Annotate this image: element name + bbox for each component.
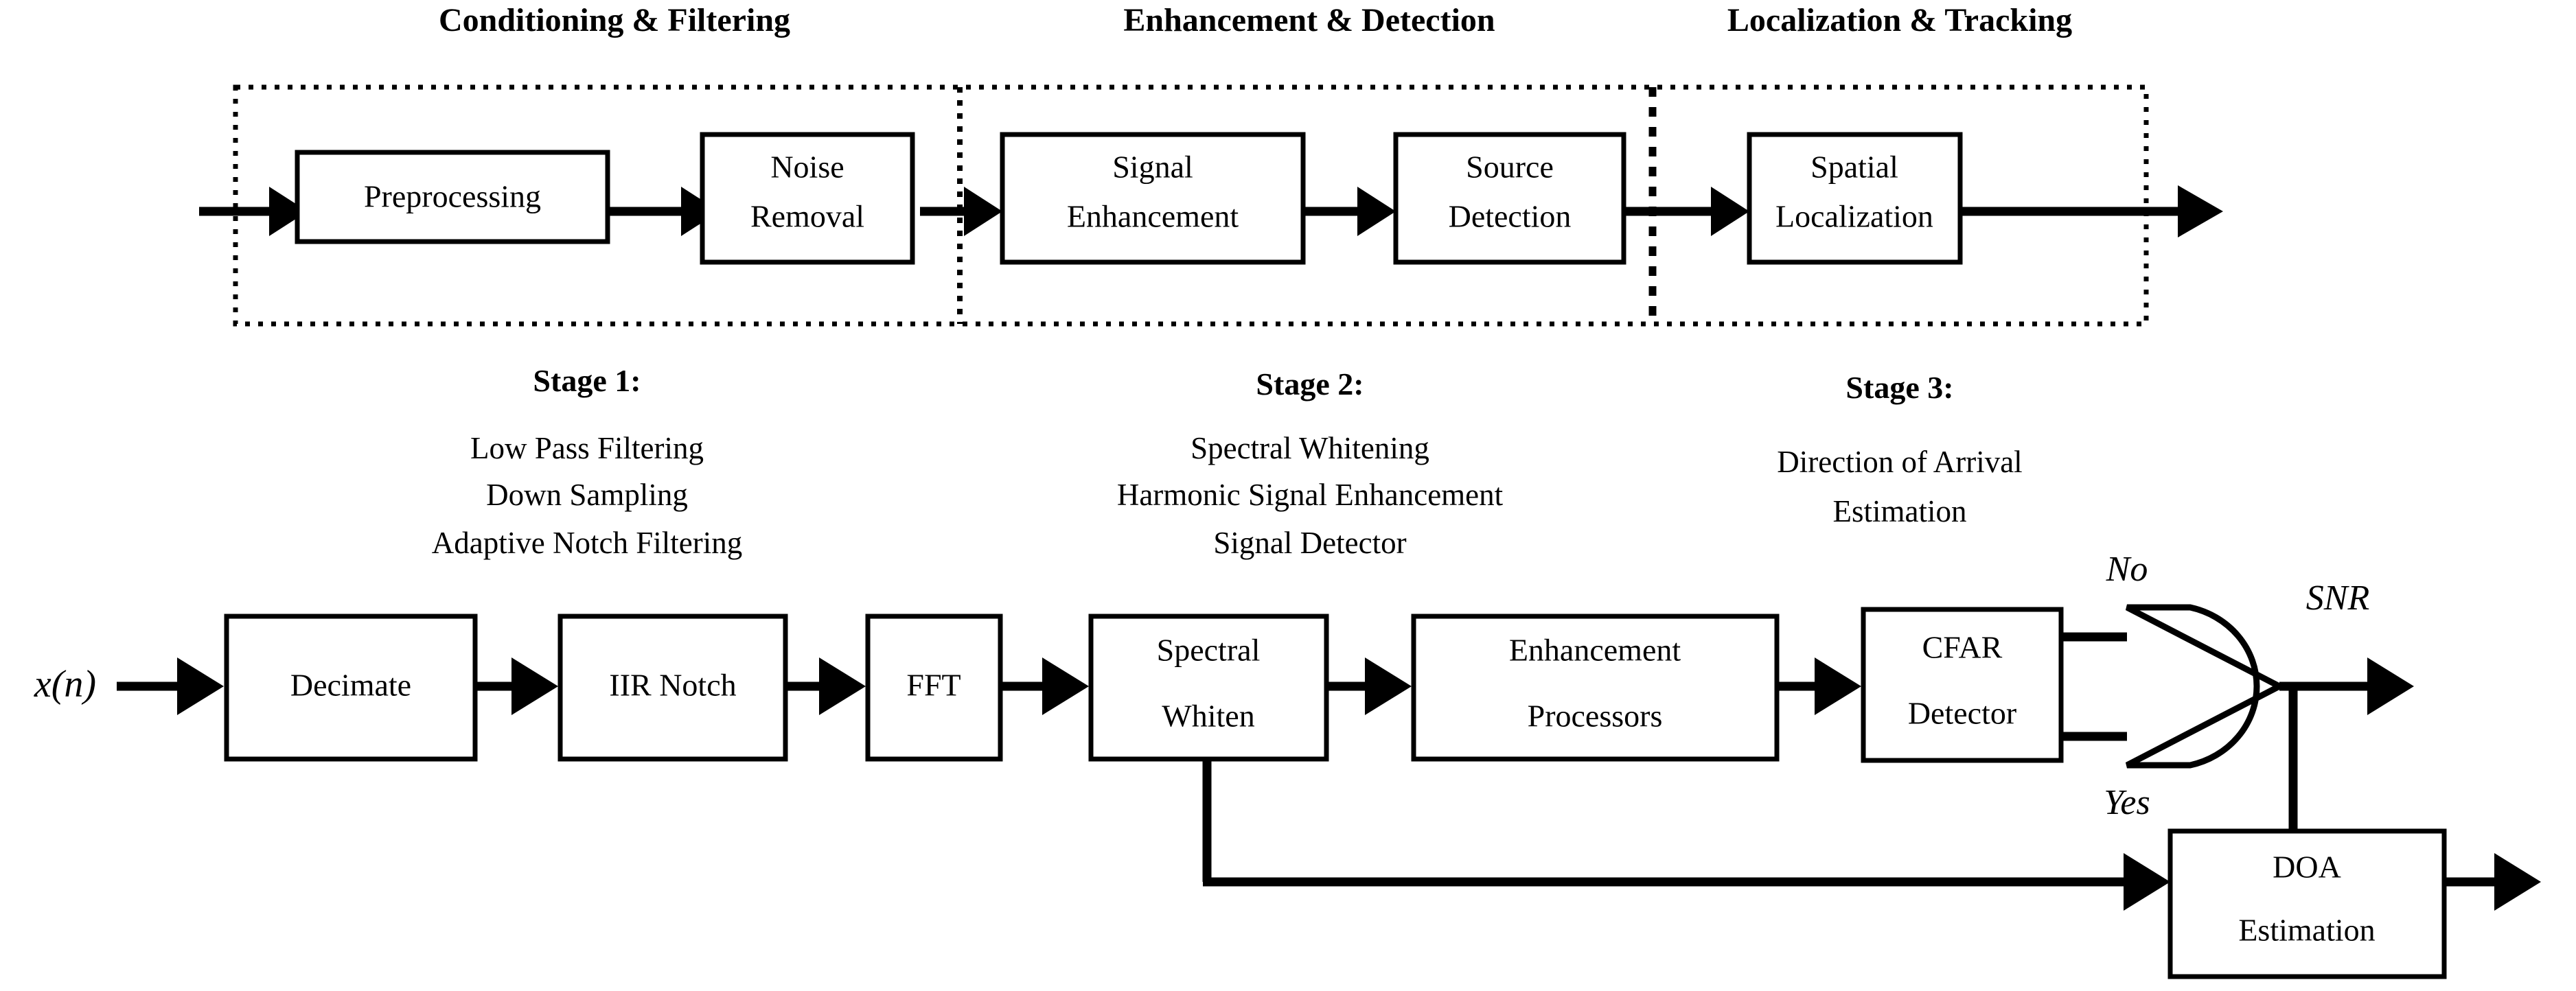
stage-2-item-2: Signal Detector — [1213, 526, 1406, 560]
bottom-block-enhancement-processors-label-line2: Processors — [1528, 699, 1663, 734]
input-signal-label: x(n) — [34, 663, 96, 706]
top-block-signal-enhancement-label-line2: Enhancement — [1067, 199, 1239, 234]
decision-gate-shape — [2125, 604, 2286, 769]
bottom-block-cfar-detector-label-line1: CFAR — [1922, 630, 2003, 665]
top-block-source-detection-label-line2: Detection — [1449, 199, 1572, 234]
top-arrow-head-4 — [1711, 187, 1749, 236]
bottom-block-decimate[interactable]: Decimate — [224, 614, 478, 762]
stage-3-item-0: Direction of Arrival — [1777, 445, 2022, 479]
branch-label-snr: SNR — [2306, 579, 2369, 618]
stage-1-title: Stage 1: — [533, 363, 641, 398]
stage-2-item-1: Harmonic Signal Enhancement — [1117, 478, 1504, 512]
top-arrow-head-output — [2178, 185, 2223, 237]
bottom-block-spectral-whiten-label-line2: Whiten — [1162, 699, 1254, 734]
bottom-block-doa-estimation[interactable]: DOA Estimation — [2167, 828, 2447, 979]
stage-3-description: Stage 3: Direction of Arrival Estimation — [1777, 370, 2022, 528]
stage-1-item-2: Adaptive Notch Filtering — [432, 526, 742, 560]
stage-3-title: Stage 3: — [1845, 370, 1953, 405]
bottom-block-iir-notch[interactable]: IIR Notch — [557, 614, 788, 762]
bottom-block-iir-notch-label: IIR Notch — [609, 668, 736, 703]
top-block-spatial-localization-label-line1: Spatial — [1810, 150, 1898, 185]
header-enhancement-detection: Enhancement & Detection — [1123, 2, 1495, 38]
top-block-noise-removal-label-line1: Noise — [770, 150, 844, 185]
bottom-arrow-head-5 — [1815, 657, 1861, 715]
top-block-signal-enhancement-label-line1: Signal — [1112, 150, 1193, 185]
bottom-block-fft[interactable]: FFT — [865, 614, 1003, 762]
bottom-block-cfar-detector-label-line2: Detector — [1908, 696, 2016, 731]
snr-arrow-head — [2367, 657, 2414, 715]
bottom-arrow-head-1 — [511, 657, 558, 715]
stage-1-description: Stage 1: Low Pass Filtering Down Samplin… — [432, 363, 742, 560]
bottom-block-doa-estimation-label-line1: DOA — [2273, 850, 2341, 885]
branch-label-no: No — [2106, 550, 2148, 589]
bottom-block-enhancement-processors-label-line1: Enhancement — [1509, 633, 1681, 668]
top-block-preprocessing[interactable]: Preprocessing — [295, 150, 610, 244]
header-conditioning-filtering: Conditioning & Filtering — [439, 2, 790, 38]
top-block-signal-enhancement[interactable]: Signal Enhancement — [1000, 132, 1306, 265]
top-block-noise-removal[interactable]: Noise Removal — [700, 132, 915, 265]
top-arrow-head-input — [269, 187, 308, 236]
stage-1-item-0: Low Pass Filtering — [470, 431, 704, 465]
top-arrow-head-2 — [964, 187, 1002, 236]
bottom-arrow-head-4 — [1365, 657, 1412, 715]
bottom-arrow-head-input — [177, 657, 224, 715]
top-block-source-detection[interactable]: Source Detection — [1393, 132, 1626, 265]
header-localization-tracking: Localization & Tracking — [1727, 2, 2072, 38]
bottom-block-cfar-detector[interactable]: CFAR Detector — [1861, 607, 2064, 763]
bottom-block-enhancement-processors[interactable]: Enhancement Processors — [1411, 614, 1780, 762]
bottom-arrow-head-3 — [1042, 657, 1089, 715]
doa-output-arrow-head — [2494, 853, 2541, 911]
bottom-block-fft-label: FFT — [906, 668, 961, 703]
pipeline-dotted-region — [233, 84, 2149, 327]
top-block-spatial-localization-label-line2: Localization — [1775, 199, 1933, 234]
top-block-noise-removal-label-line2: Removal — [750, 199, 864, 234]
stage-3-item-1: Estimation — [1833, 494, 1967, 528]
stage-2-item-0: Spectral Whitening — [1191, 431, 1429, 465]
top-arrow-head-3 — [1357, 187, 1396, 236]
top-block-spatial-localization[interactable]: Spatial Localization — [1747, 132, 1963, 265]
stage-2-title: Stage 2: — [1256, 366, 1364, 401]
stage-1-item-1: Down Sampling — [486, 478, 688, 512]
bottom-block-doa-estimation-label-line2: Estimation — [2238, 913, 2375, 948]
bottom-block-spectral-whiten-label-line1: Spectral — [1157, 633, 1261, 668]
top-block-preprocessing-label: Preprocessing — [364, 179, 541, 214]
branch-label-yes: Yes — [2104, 783, 2150, 822]
stage-2-description: Stage 2: Spectral Whitening Harmonic Sig… — [1117, 366, 1504, 560]
top-block-source-detection-label-line1: Source — [1466, 150, 1554, 185]
bottom-block-decimate-label: Decimate — [290, 668, 411, 703]
bottom-arrow-head-2 — [819, 657, 866, 715]
bypass-arrow-head — [2124, 853, 2170, 911]
bottom-block-spectral-whiten[interactable]: Spectral Whiten — [1088, 614, 1329, 762]
